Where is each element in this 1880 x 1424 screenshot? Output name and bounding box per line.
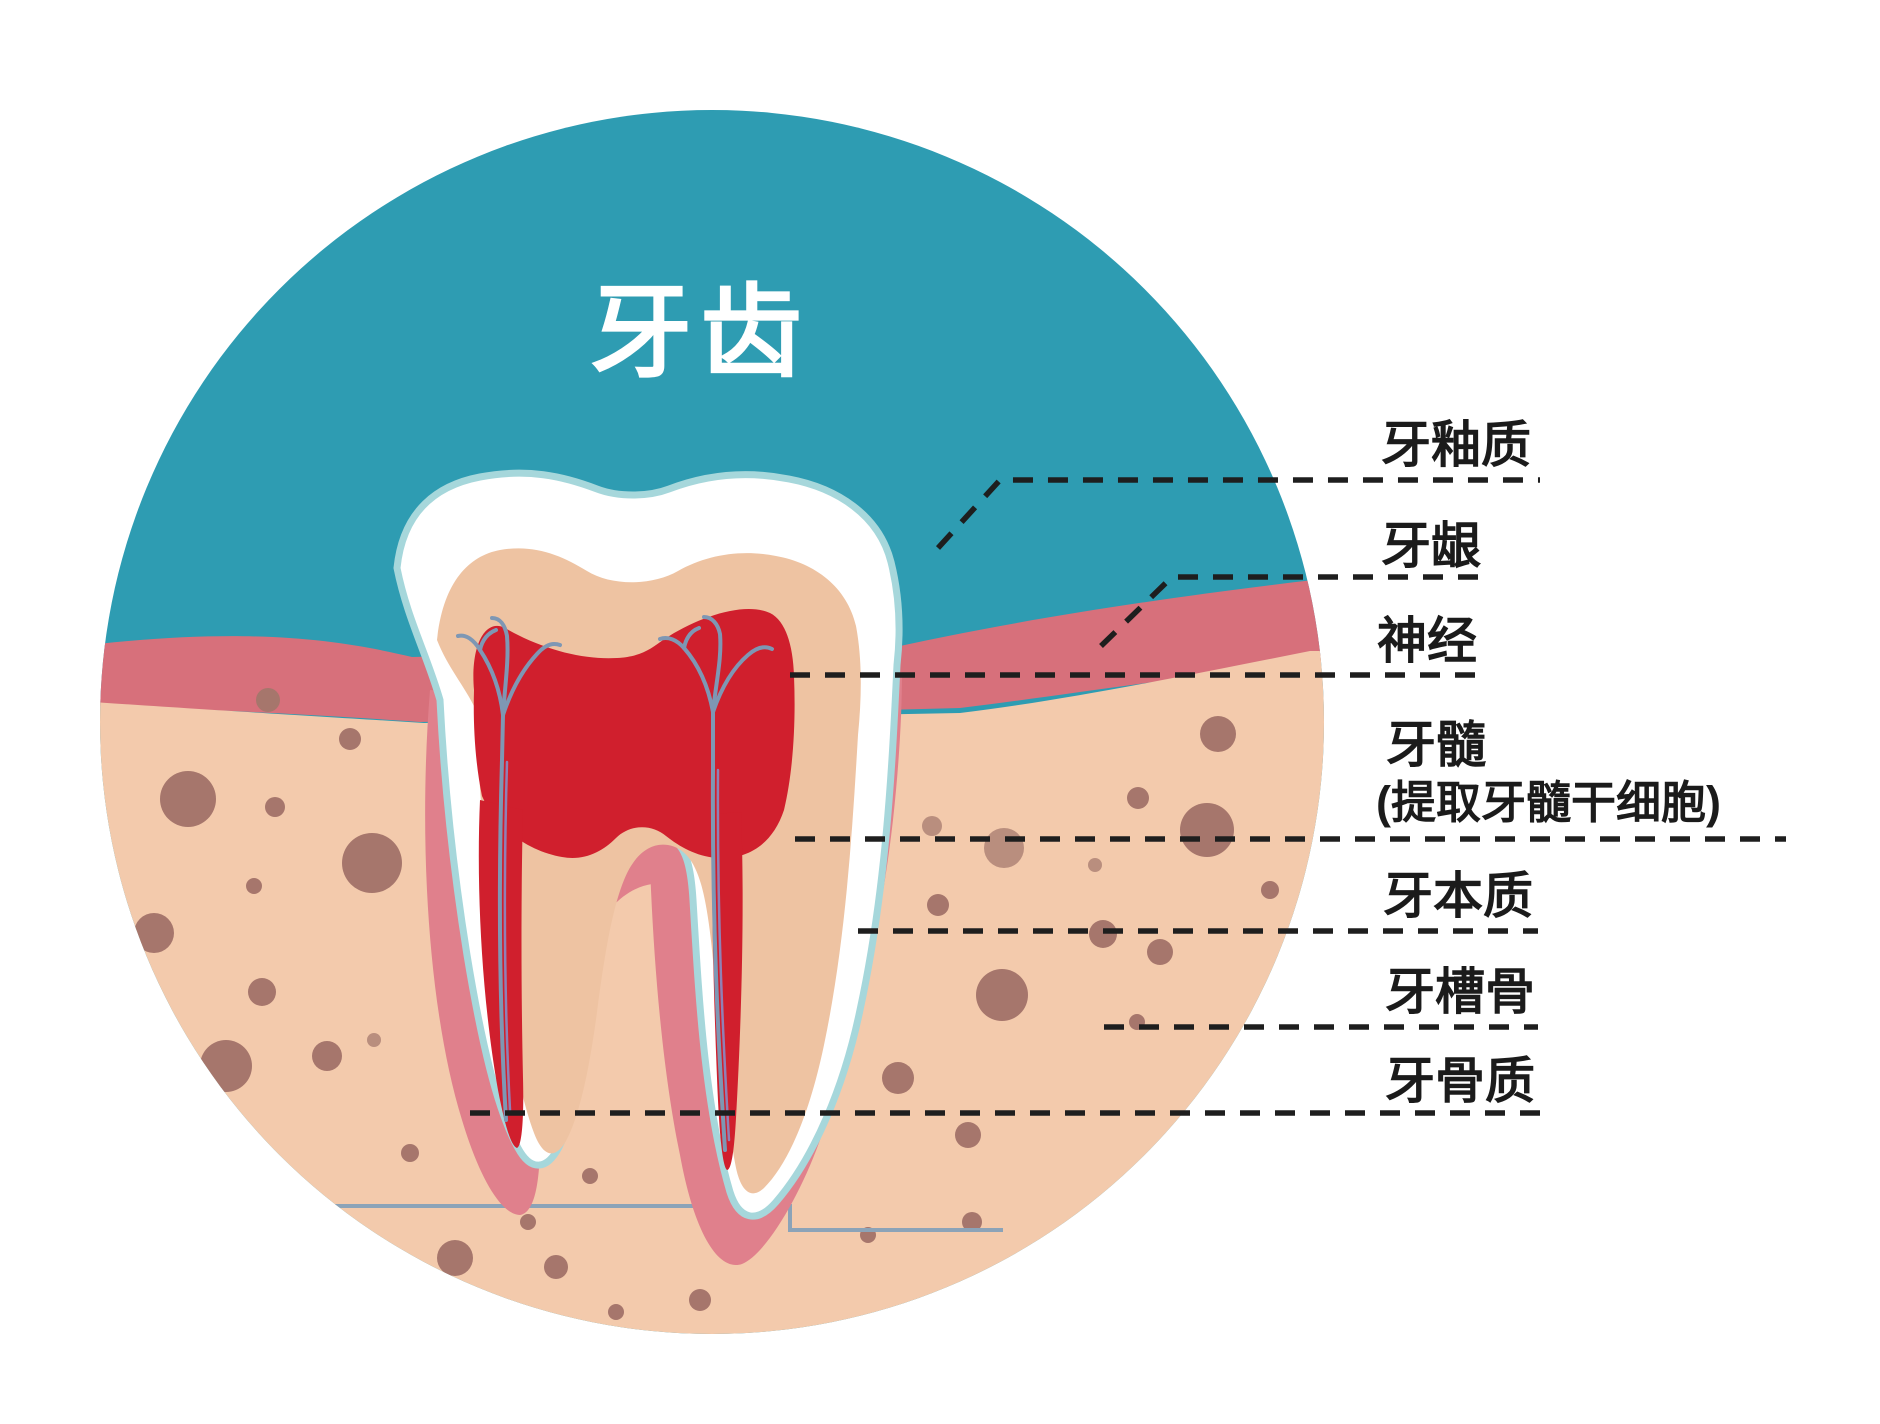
- label-alveolar: 牙槽骨: [1385, 964, 1535, 1020]
- label-texts: 牙釉质 牙龈 神经 牙髓 (提取牙髓干细胞) 牙本质 牙槽骨 牙骨质: [1376, 417, 1721, 1109]
- label-pulp: 牙髓: [1386, 717, 1486, 773]
- nerve-right: [658, 615, 774, 1152]
- nerve-left-accent: [503, 760, 512, 1112]
- label-pulp-sub: (提取牙髓干细胞): [1376, 777, 1721, 828]
- gum-band: [100, 578, 1324, 722]
- diagram-title: 牙齿: [590, 276, 810, 390]
- label-enamel: 牙釉质: [1381, 417, 1531, 473]
- bone-dots: [134, 688, 1279, 1320]
- socket-outline-line: [310, 1204, 1003, 1232]
- label-cementum: 牙骨质: [1385, 1053, 1535, 1109]
- nerve-fibers: [456, 615, 774, 1152]
- nerve-right-accent: [716, 768, 731, 1142]
- leader-lines: [470, 477, 1786, 1116]
- label-nerve: 神经: [1377, 613, 1477, 669]
- label-dentin: 牙本质: [1383, 868, 1533, 924]
- label-gum: 牙龈: [1381, 518, 1482, 574]
- nerve-left: [456, 616, 562, 1122]
